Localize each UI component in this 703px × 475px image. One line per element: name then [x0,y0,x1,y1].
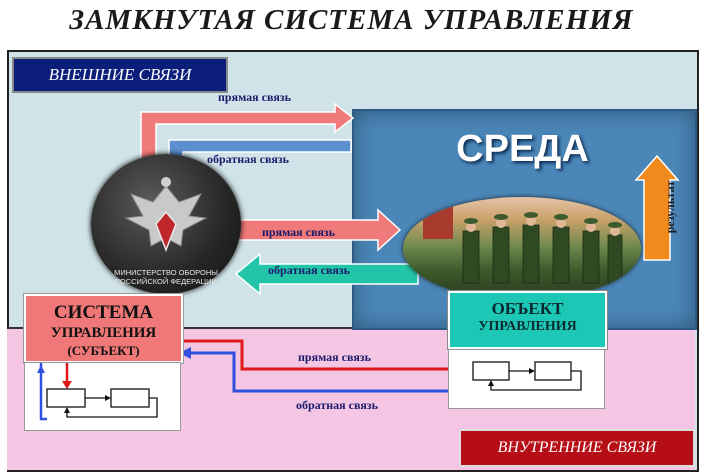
control-system-blocks [37,363,158,421]
control-system-subtitle: УПРАВЛЕНИЯ [50,325,157,341]
control-system-box: СИСТЕМА УПРАВЛЕНИЯ (СУБЪЕКТ) [23,293,184,364]
control-object-blocks [472,361,582,391]
control-object-title: ОБЪЕКТ [491,299,564,318]
ministry-emblem [91,154,241,294]
feedback-wire-bottom-head [179,347,191,359]
control-object-subtitle: УПРАВЛЕНИЯ [478,319,577,334]
ministry-caption: МИНИСТЕРСТВО ОБОРОНЫ РОССИЙСКОЙ ФЕДЕРАЦИ… [98,268,234,286]
direct-link-label-mid: прямая связь [262,225,335,239]
feedback-link-label-top: обратная связь [207,152,289,166]
outer-links-label: ВНЕШНИЕ СВЯЗИ [12,57,228,93]
direct-wire-bottom [179,339,470,371]
results-arrow [634,154,680,261]
soldiers-parade-icon [423,197,623,284]
control-system-block-diagram [24,362,181,431]
eagle-emblem-icon [124,177,208,253]
environment-label: СРЕДА [456,128,589,170]
feedback-link-label-bottom: обратная связь [296,398,378,412]
direct-link-label-bottom: прямая связь [298,350,371,364]
control-object-box: ОБЪЕКТ УПРАВЛЕНИЯ [447,290,608,350]
inner-links-label: ВНУТРЕННИЕ СВЯЗИ [459,429,695,467]
control-system-subject: (СУБЪЕКТ) [67,343,140,358]
feedback-link-label-mid: обратная связь [268,263,350,277]
results-label: результат [663,180,677,234]
direct-arrow-mid [233,208,402,252]
feedback-arrow-mid [234,252,419,296]
ministry-caption-line2: РОССИЙСКОЙ ФЕДЕРАЦИИ [115,277,217,286]
page-title: ЗАМКНУТАЯ СИСТЕМА УПРАВЛЕНИЯ [69,4,634,36]
control-system-title: СИСТЕМА [53,302,154,323]
direct-link-label-top: прямая связь [218,90,291,104]
parade-image [403,197,641,300]
ministry-caption-line1: МИНИСТЕРСТВО ОБОРОНЫ [114,268,218,277]
control-object-block-diagram [448,349,605,409]
